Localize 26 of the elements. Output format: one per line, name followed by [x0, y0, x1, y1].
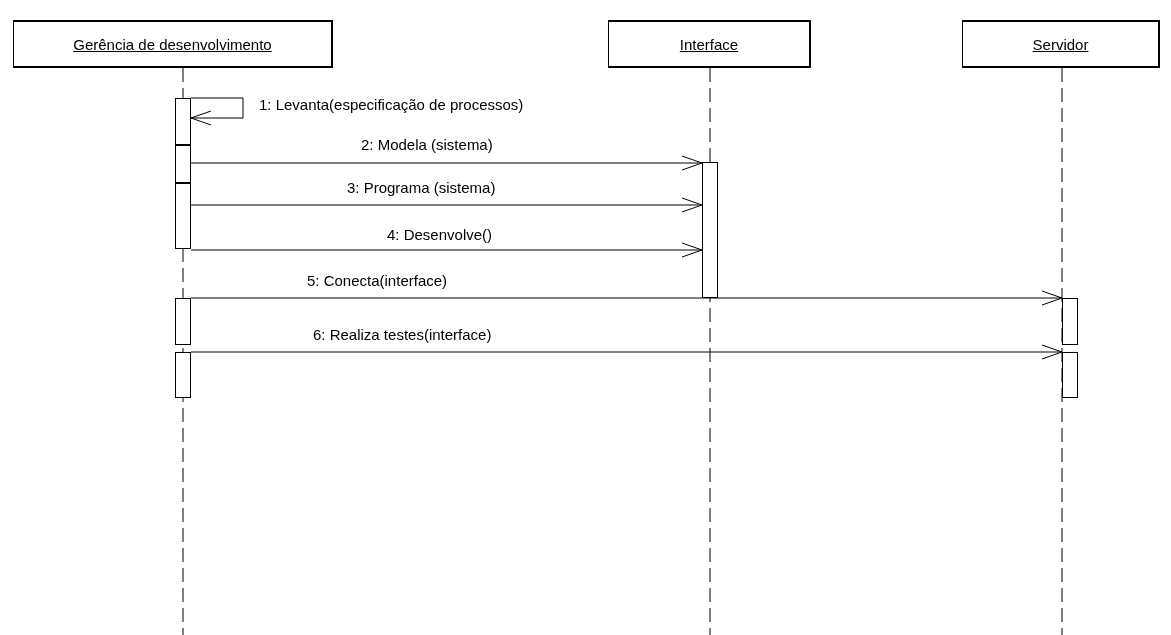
activation-bar [175, 298, 191, 345]
activation-bar [1062, 352, 1078, 398]
message-arrow [190, 290, 1063, 306]
participant-box [962, 20, 1160, 68]
activation-bar [1062, 298, 1078, 345]
message-label: 1: Levanta(especificação de processos) [258, 96, 525, 113]
participant-name: Interface [679, 35, 739, 53]
activation-bar [175, 98, 191, 145]
participant-name: Servidor [1032, 35, 1089, 53]
message-arrow [190, 197, 703, 213]
participant-box [13, 20, 333, 68]
message-arrow [190, 242, 703, 258]
message-label: 3: Programa (sistema) [346, 179, 497, 196]
activation-bar [702, 162, 718, 298]
message-arrow [190, 97, 244, 126]
participant-name: Gerência de desenvolvimento [73, 35, 272, 53]
activation-bar [175, 183, 191, 249]
activation-bar [175, 352, 191, 398]
message-label: 2: Modela (sistema) [360, 136, 494, 153]
message-arrow [190, 344, 1063, 360]
activation-bar [175, 145, 191, 183]
participant-box [608, 20, 811, 68]
message-label: 4: Desenvolve() [386, 226, 494, 243]
message-label: 5: Conecta(interface) [306, 272, 449, 289]
message-label: 6: Realiza testes(interface) [312, 326, 493, 343]
message-arrow [190, 155, 703, 171]
